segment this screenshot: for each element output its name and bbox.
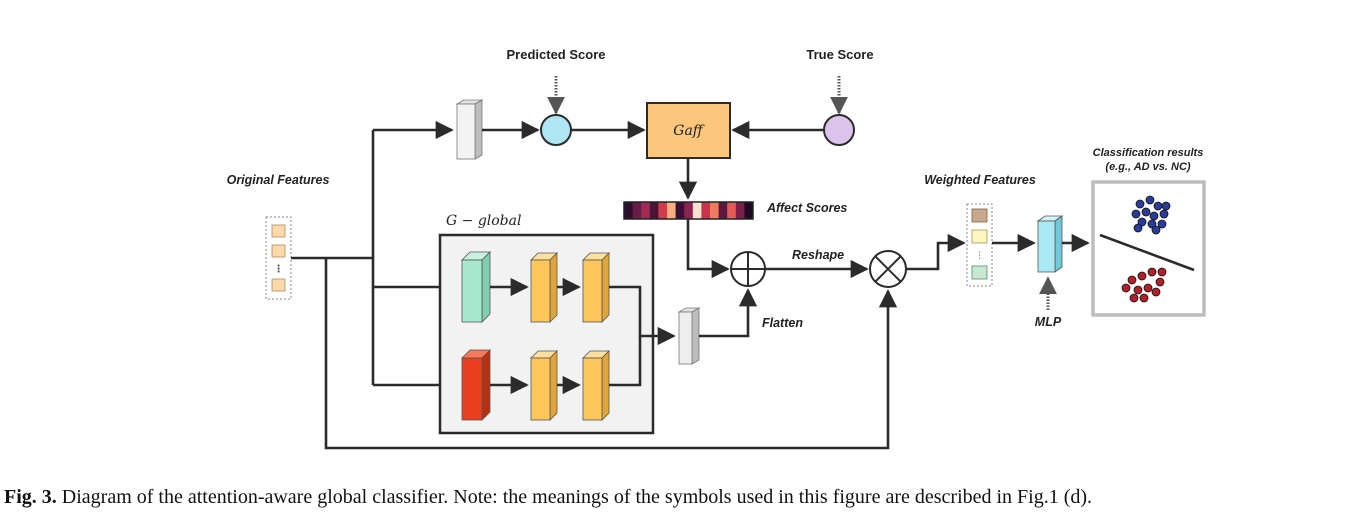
affect-score-cell [632,202,642,219]
yellow-block-row2-a [530,350,558,421]
decision-boundary-line [1099,233,1195,272]
cluster-point [1137,271,1147,281]
red-conv-block [461,349,491,421]
top-gray-block [455,99,484,160]
original-features-stack: ⋮ [265,216,292,300]
cluster-point [1157,267,1167,277]
flatten-label: Flatten [762,316,803,330]
affect-score-cell [649,202,659,219]
cluster-point [1137,217,1147,227]
green-conv-block [461,251,491,323]
cluster-point [1131,209,1141,219]
affect-scores-strip [624,202,754,219]
affect-score-cell [735,202,745,219]
true-score-label: True Score [806,47,873,62]
cluster-blue-points [1131,195,1171,235]
cluster-point [1151,287,1161,297]
mlp-label: MLP [1035,315,1062,329]
cluster-point [1159,209,1169,219]
g-global-label: G − global [446,213,521,229]
gaff-box [646,102,731,159]
figure-caption: Fig. 3. Diagram of the attention-aware g… [4,486,1352,509]
cluster-point [1147,219,1157,229]
affect-scores-label: Affect Scores [766,201,847,215]
skip-connection-arrow [324,258,898,450]
cluster-point [1133,285,1143,295]
weighted-features-label: Weighted Features [924,173,1036,187]
cluster-point [1139,293,1149,303]
affect-score-cell [692,202,702,219]
svg-text:⋮: ⋮ [274,264,284,275]
affect-score-cell [641,202,651,219]
classification-title-line1: Classification results [1093,147,1204,159]
cluster-point [1121,283,1131,293]
mlp-block [1036,215,1064,273]
svg-text:⋮: ⋮ [975,251,984,261]
cluster-point [1155,277,1165,287]
affect-score-cell [744,202,754,219]
multiply-operator-icon [869,250,907,288]
cluster-point [1135,199,1145,209]
yellow-block-row1-a [530,252,558,323]
weighted-features-stack: ⋮ [966,203,993,287]
reshape-label: Reshape [792,248,844,262]
yellow-block-row1-b [582,252,610,323]
flatten-gray-block [677,307,701,365]
gaff-label: Gaff [673,123,705,139]
affect-score-cell [675,202,685,219]
affect-score-cell [658,202,668,219]
affect-score-cell [624,202,633,219]
true-score-circle [823,114,855,146]
caption-prefix: Fig. 3. [4,486,57,508]
affect-score-cell [701,202,711,219]
cluster-point [1129,293,1139,303]
predicted-score-label: Predicted Score [507,47,606,62]
cluster-point [1145,195,1155,205]
yellow-block-row2-b [582,350,610,421]
add-operator-icon [730,251,766,287]
original-features-label: Original Features [227,173,330,187]
classification-results-box [1091,180,1206,317]
cluster-point [1127,275,1137,285]
cluster-point [1143,283,1153,293]
affect-score-cell [718,202,728,219]
cluster-point [1149,211,1159,221]
cluster-point [1147,267,1157,277]
attention-aware-global-classifier-diagram: Predicted Score True Score Original Feat… [227,47,1206,450]
cluster-point [1157,219,1167,229]
affect-score-cell [710,202,719,219]
cluster-point [1141,207,1151,217]
cluster-point [1151,225,1161,235]
affect-score-cell [727,202,737,219]
cluster-point [1153,201,1163,211]
cluster-red-points [1121,267,1167,303]
affect-score-cell [667,202,676,219]
cluster-point [1133,223,1143,233]
predicted-score-circle [540,114,572,146]
cluster-point [1161,201,1171,211]
classification-title-line2: (e.g., AD vs. NC) [1105,161,1190,173]
affect-score-cell [684,202,694,219]
caption-text: Diagram of the attention-aware global cl… [56,486,1093,508]
